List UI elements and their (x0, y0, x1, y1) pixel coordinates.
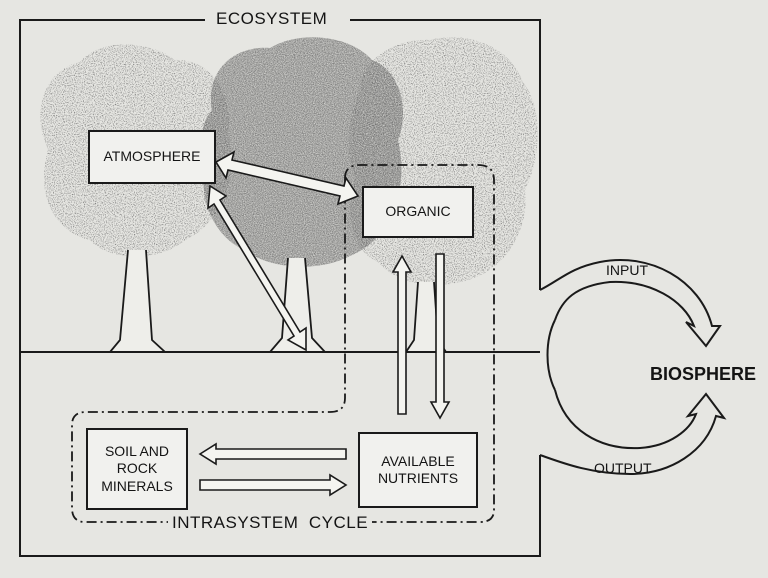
organic-label: ORGANIC (385, 203, 451, 220)
arrow-soil-to-nutrients (199, 473, 348, 497)
biosphere-label: BIOSPHERE (650, 364, 757, 384)
arrow-organic-to-nutrients (429, 253, 451, 420)
input-arc (539, 259, 722, 348)
atmosphere-box: ATMOSPHERE (88, 130, 216, 184)
output-arc (539, 389, 727, 476)
biosphere-inner-curve (546, 319, 556, 391)
arrow-nutrients-to-soil (198, 442, 347, 466)
tree-left-trunk (108, 249, 168, 353)
arrow-atmosphere-soil (207, 184, 307, 352)
input-label: INPUT (606, 262, 648, 278)
soil-rock-minerals-box: SOIL AND ROCK MINERALS (86, 428, 188, 510)
tree-right-foliage (348, 37, 538, 286)
organic-box: ORGANIC (362, 186, 474, 238)
atmosphere-label: ATMOSPHERE (103, 148, 201, 165)
intrasystem-cycle-label: INTRASYSTEM CYCLE (168, 513, 373, 533)
ecosystem-boundary (19, 19, 541, 557)
available-nutrients-box: AVAILABLE NUTRIENTS (358, 432, 478, 508)
arrow-nutrients-to-organic (391, 254, 413, 415)
soil-rock-minerals-label: SOIL AND ROCK MINERALS (101, 442, 173, 494)
arrow-atmosphere-organic (214, 150, 360, 206)
available-nutrients-label: AVAILABLE NUTRIENTS (377, 452, 459, 487)
ecosystem-title: ECOSYSTEM (216, 9, 328, 28)
intrasystem-cycle-boundary (71, 164, 495, 523)
output-label: OUTPUT (594, 460, 652, 476)
